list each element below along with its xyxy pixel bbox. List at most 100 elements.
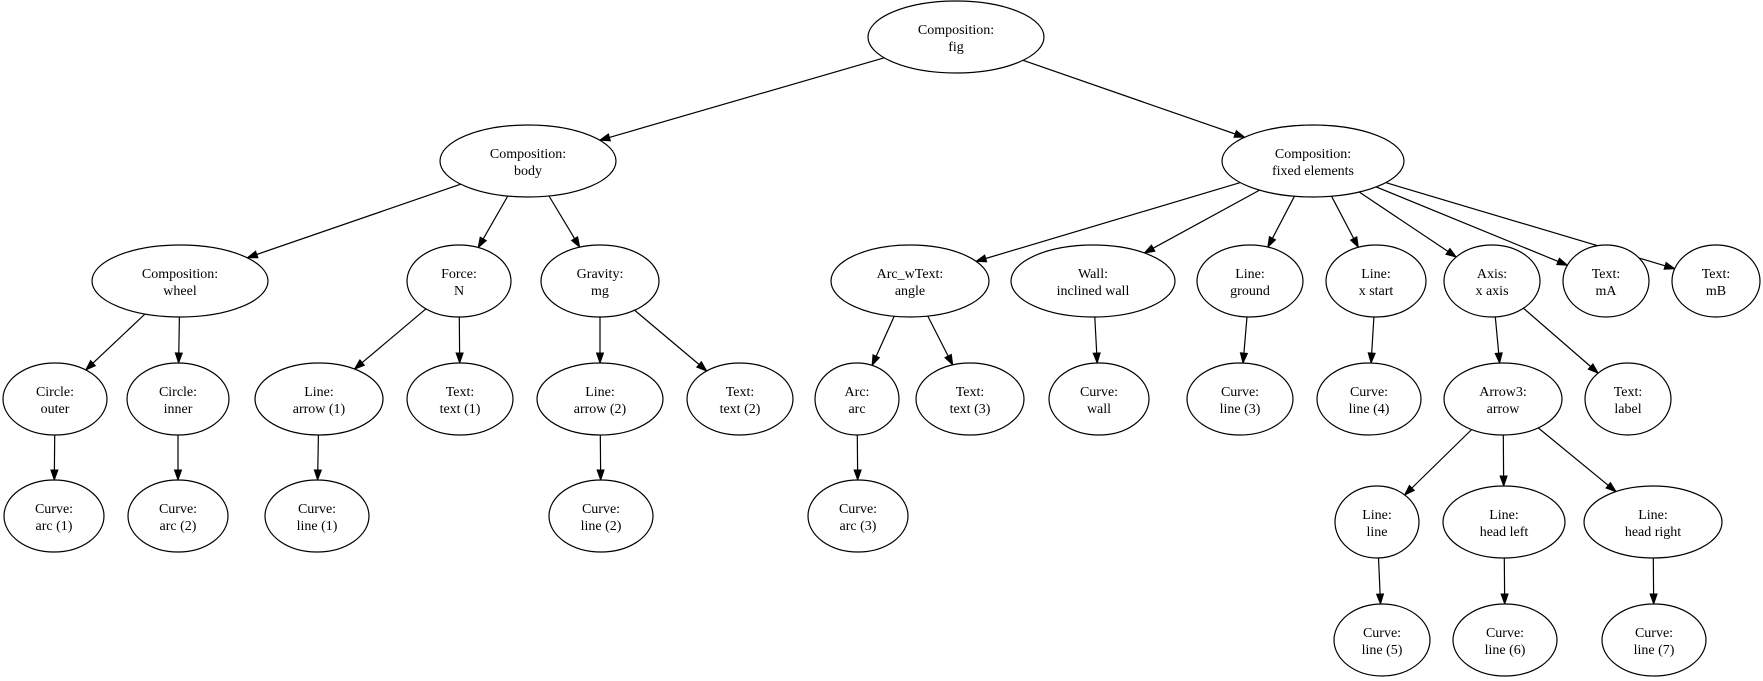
node-name-label: arrow (1) [293,402,346,417]
node-name-label: arc (3) [840,519,877,534]
edge-arrow3-headright [1537,427,1618,493]
node-wheel: Composition:wheel [91,244,269,318]
node-line6: Curve:line (6) [1452,603,1558,677]
edge-line [178,316,180,354]
node-line3: Curve:line (3) [1186,362,1294,436]
node-name-label: arrow [1487,402,1521,417]
edge-arrowhead-icon [245,250,259,259]
node-fixed: Composition:fixed elements [1221,124,1405,198]
edge-arrowhead-icon [84,359,97,372]
node-type-label: Text: [726,385,755,400]
node-name-label: inclined wall [1057,284,1130,299]
edge-arrowhead-icon [1143,244,1156,254]
node-name-label: head right [1625,525,1681,540]
node-name-label: ground [1230,284,1270,299]
node-line7: Curve:line (7) [1601,603,1707,677]
node-type-label: Curve: [1363,626,1401,641]
edge-line [927,315,949,357]
edge-arrowhead-icon [695,360,708,372]
node-type-label: Gravity: [577,267,624,282]
edge-arrowhead-icon [1233,129,1247,138]
edge-arrowhead-icon [455,352,464,365]
edge-line [1411,429,1473,489]
edge-line [1371,316,1375,354]
node-name-label: mg [591,284,609,299]
edge-force-text1 [455,316,464,365]
edge-line [609,57,885,138]
node-ellipse [548,479,654,553]
node-arc1: Curve: arc (1) [3,479,105,553]
node-ellipse [1316,362,1422,436]
edge-line [1494,316,1500,354]
node-type-label: Composition: [918,23,994,38]
node-ellipse [1584,362,1672,436]
edge-inner-arc2 [173,435,183,482]
edge-arrow2-line2 [596,434,605,482]
edge-line [1022,59,1236,135]
node-name-label: fixed elements [1272,164,1354,179]
edge-arrowhead-icon [173,469,183,482]
edge-angle-text3 [927,315,954,367]
edge-line [1375,186,1559,262]
node-name-label: arc (2) [160,519,197,534]
node-ellipse [91,244,269,318]
node-ellipse [1221,124,1405,198]
node-type-label: Curve: [35,502,73,517]
edge-wheel-inner [174,316,184,365]
node-ellipse [1186,362,1294,436]
node-ellipse [254,362,384,436]
node-ellipse [2,362,108,436]
node-linenode: Line:line [1334,485,1420,559]
node-arc2: Curve:arc (2) [127,479,229,553]
edge-line [875,316,895,357]
node-arrow3: Arrow3: arrow [1443,362,1563,436]
edge-fig-fixed [1022,59,1247,138]
node-type-label: Arc_wText: [877,267,944,282]
node-type-label: Arc: [845,385,870,400]
edge-arrowhead-icon [595,352,605,365]
edge-xaxis-arrow3 [1494,316,1503,365]
node-name-label: x axis [1475,284,1508,299]
node-text1: Text:text (1) [406,362,514,436]
edge-arrowhead-icon [1239,352,1249,365]
edge-arrowhead-icon [50,469,59,482]
node-line4: Curve:line (4) [1316,362,1422,436]
node-type-label: Curve: [1221,385,1259,400]
edge-arrowhead-icon [596,469,605,482]
node-type-label: Composition: [142,267,218,282]
edge-fixed-mA [1375,186,1569,266]
node-headright: Line:head right [1583,485,1723,559]
node-name-label: arc (1) [36,519,73,534]
node-ground: Line:ground [1196,244,1304,318]
node-type-label: Text: [1614,385,1643,400]
node-type-label: Curve: [1486,626,1524,641]
node-ellipse [814,362,900,436]
node-name-label: line (7) [1634,643,1675,658]
edge-arc-arc3 [853,434,862,482]
node-mA: Text: mA [1562,244,1650,318]
node-wallcurve: Curve:wall [1048,362,1150,436]
edge-arrowhead-icon [1267,235,1277,249]
node-line5: Curve:line (5) [1333,603,1431,677]
node-ellipse [536,362,664,436]
edge-line [1094,316,1098,354]
edge-line [1377,557,1381,595]
node-ellipse [1048,362,1150,436]
node-ellipse [1562,244,1650,318]
node-type-label: Arrow3: [1479,385,1526,400]
node-name-label: inner [164,402,193,417]
node-name-label: mA [1596,284,1618,299]
node-name-label: N [454,284,464,299]
node-ellipse [439,124,617,198]
node-type-label: Text: [446,385,475,400]
node-name-label: angle [895,284,925,299]
node-name-label: text (3) [950,402,991,417]
node-xstart: Line:x start [1325,244,1427,318]
edge-xaxis-label [1523,307,1600,375]
node-text3: Text:text (3) [915,362,1025,436]
node-headleft: Line:head left [1442,485,1566,559]
node-type-label: Text: [1592,267,1621,282]
